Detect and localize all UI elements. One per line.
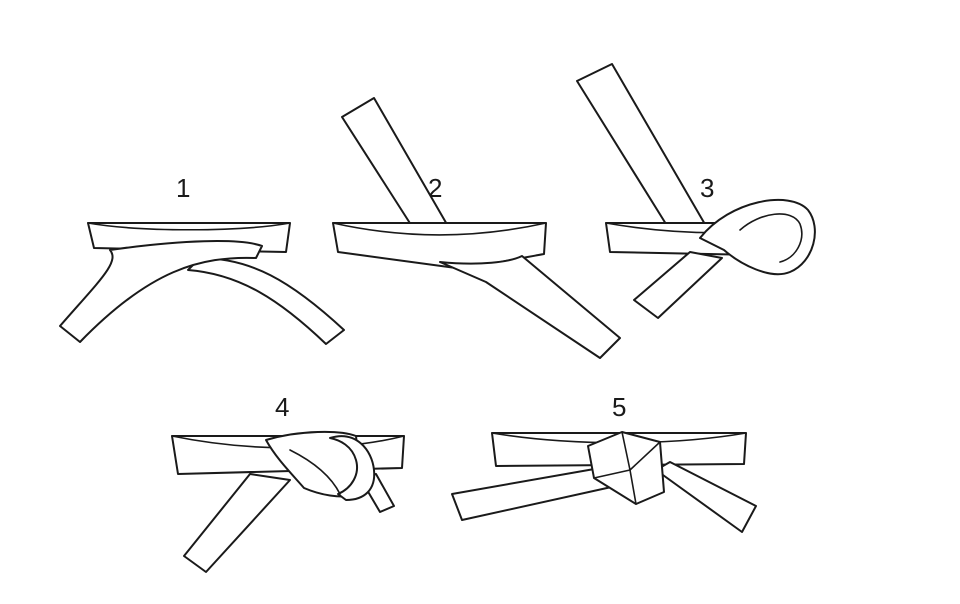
step-1: 1 — [59, 173, 345, 345]
step-1-belt-inner-edge — [87, 222, 291, 231]
step-2-belt-inner-edge — [332, 222, 547, 236]
step-5-knot-fold-2 — [629, 441, 661, 471]
step-4-left-end — [183, 473, 291, 573]
step-4-label: 4 — [275, 392, 289, 422]
step-4: 4 — [171, 392, 405, 573]
step-3-down-end — [633, 251, 723, 319]
step-3-loop — [699, 198, 816, 276]
step-2-up-end — [341, 97, 457, 243]
step-5: 5 — [451, 392, 757, 533]
step-3-label: 3 — [700, 173, 714, 203]
step-5-knot — [587, 431, 665, 505]
step-4-knot-loop — [329, 435, 376, 501]
step-5-knot-fold-3 — [593, 469, 631, 479]
step-2-label: 2 — [428, 173, 442, 203]
step-5-label: 5 — [612, 392, 626, 422]
step-5-right-end — [655, 461, 757, 533]
step-5-left-end — [451, 467, 617, 521]
step-1-left-end — [59, 240, 263, 343]
step-2-down-end — [439, 255, 621, 359]
step-4-knot-edge — [289, 449, 341, 495]
step-3: 3 — [576, 63, 816, 319]
step-3-up-end — [576, 63, 707, 227]
step-3-loop-inner — [739, 213, 803, 263]
step-2: 2 — [332, 97, 621, 359]
step-1-right-end — [187, 257, 345, 345]
step-1-label: 1 — [176, 173, 190, 203]
